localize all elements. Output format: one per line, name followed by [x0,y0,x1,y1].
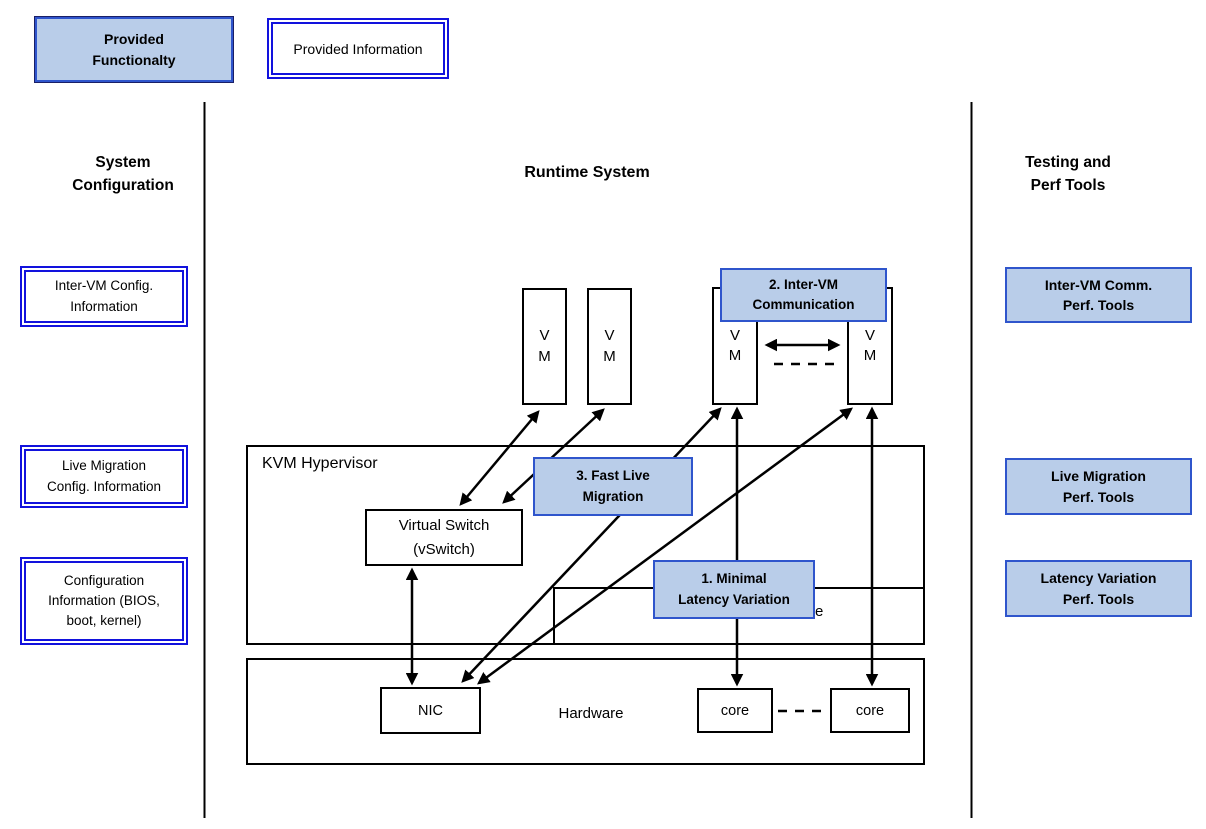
legend-provided-information: Provided Information [267,18,449,79]
tool-box-inter-vm-comm-label: Inter-VM Comm. Perf. Tools [1044,276,1153,313]
virtual-switch-box: Virtual Switch (vSwitch) [365,509,523,566]
nic-box: NIC [380,687,481,734]
tool-box-latency-variation-label: Latency Variation Perf. Tools [1040,570,1157,607]
core-box-1: core [697,688,773,733]
tool-box-latency-variation: Latency Variation Perf. Tools [1005,560,1192,617]
left-column-title-text: System Configuration [72,153,174,194]
vm-box-1: V M [522,288,567,405]
right-column-title-text: Testing and Perf Tools [1025,153,1111,194]
center-column-title-text: Runtime System [524,164,650,181]
feature-box-inter-vm-communication: 2. Inter-VM Communication [720,268,887,322]
legend-provided-functionality-label: Provided Functionalty [92,30,176,68]
center-column-title: Runtime System [487,160,687,186]
config-box-bios-boot-kernel: Configuration Information (BIOS, boot, k… [20,557,188,645]
core-1-label: core [720,702,750,719]
feature-inter-vm-communication-label: 2. Inter-VM Communication [752,276,855,312]
vm-3-label: V M [728,326,742,364]
kvm-hypervisor-label: KVM Hypervisor [262,455,378,472]
nic-label: NIC [418,702,443,719]
vm-4-label: V M [863,326,877,364]
feature-box-minimal-latency-variation: 1. Minimal Latency Variation [653,560,815,619]
config-box-bios-boot-kernel-label: Configuration Information (BIOS, boot, k… [48,572,160,629]
config-box-live-migration-label: Live Migration Config. Information [46,458,162,494]
vm-1-label: V M [538,327,551,365]
tool-box-live-migration-label: Live Migration Perf. Tools [1051,468,1146,505]
vm-2-label: V M [603,327,616,365]
feature-minimal-latency-variation-label: 1. Minimal Latency Variation [678,571,790,607]
core-2-label: core [855,702,885,719]
hardware-label-text: Hardware [558,704,624,722]
config-box-live-migration: Live Migration Config. Information [20,445,188,508]
vm-box-2: V M [587,288,632,405]
occluded-label-fragment: e [815,603,824,620]
left-column-title: System Configuration [28,148,218,200]
hardware-label: Hardware [536,700,646,726]
virtual-switch-label: Virtual Switch (vSwitch) [398,517,490,558]
right-column-title: Testing and Perf Tools [973,148,1163,200]
core-box-2: core [830,688,910,733]
tool-box-live-migration: Live Migration Perf. Tools [1005,458,1192,515]
config-box-inter-vm-label: Inter-VM Config. Information [54,278,154,314]
tool-box-inter-vm-comm: Inter-VM Comm. Perf. Tools [1005,267,1192,323]
legend-provided-information-label: Provided Information [293,40,423,57]
feature-box-fast-live-migration: 3. Fast Live Migration [533,457,693,516]
legend-provided-functionality: Provided Functionalty [35,17,233,82]
config-box-inter-vm: Inter-VM Config. Information [20,266,188,327]
feature-fast-live-migration-label: 3. Fast Live Migration [576,468,650,504]
